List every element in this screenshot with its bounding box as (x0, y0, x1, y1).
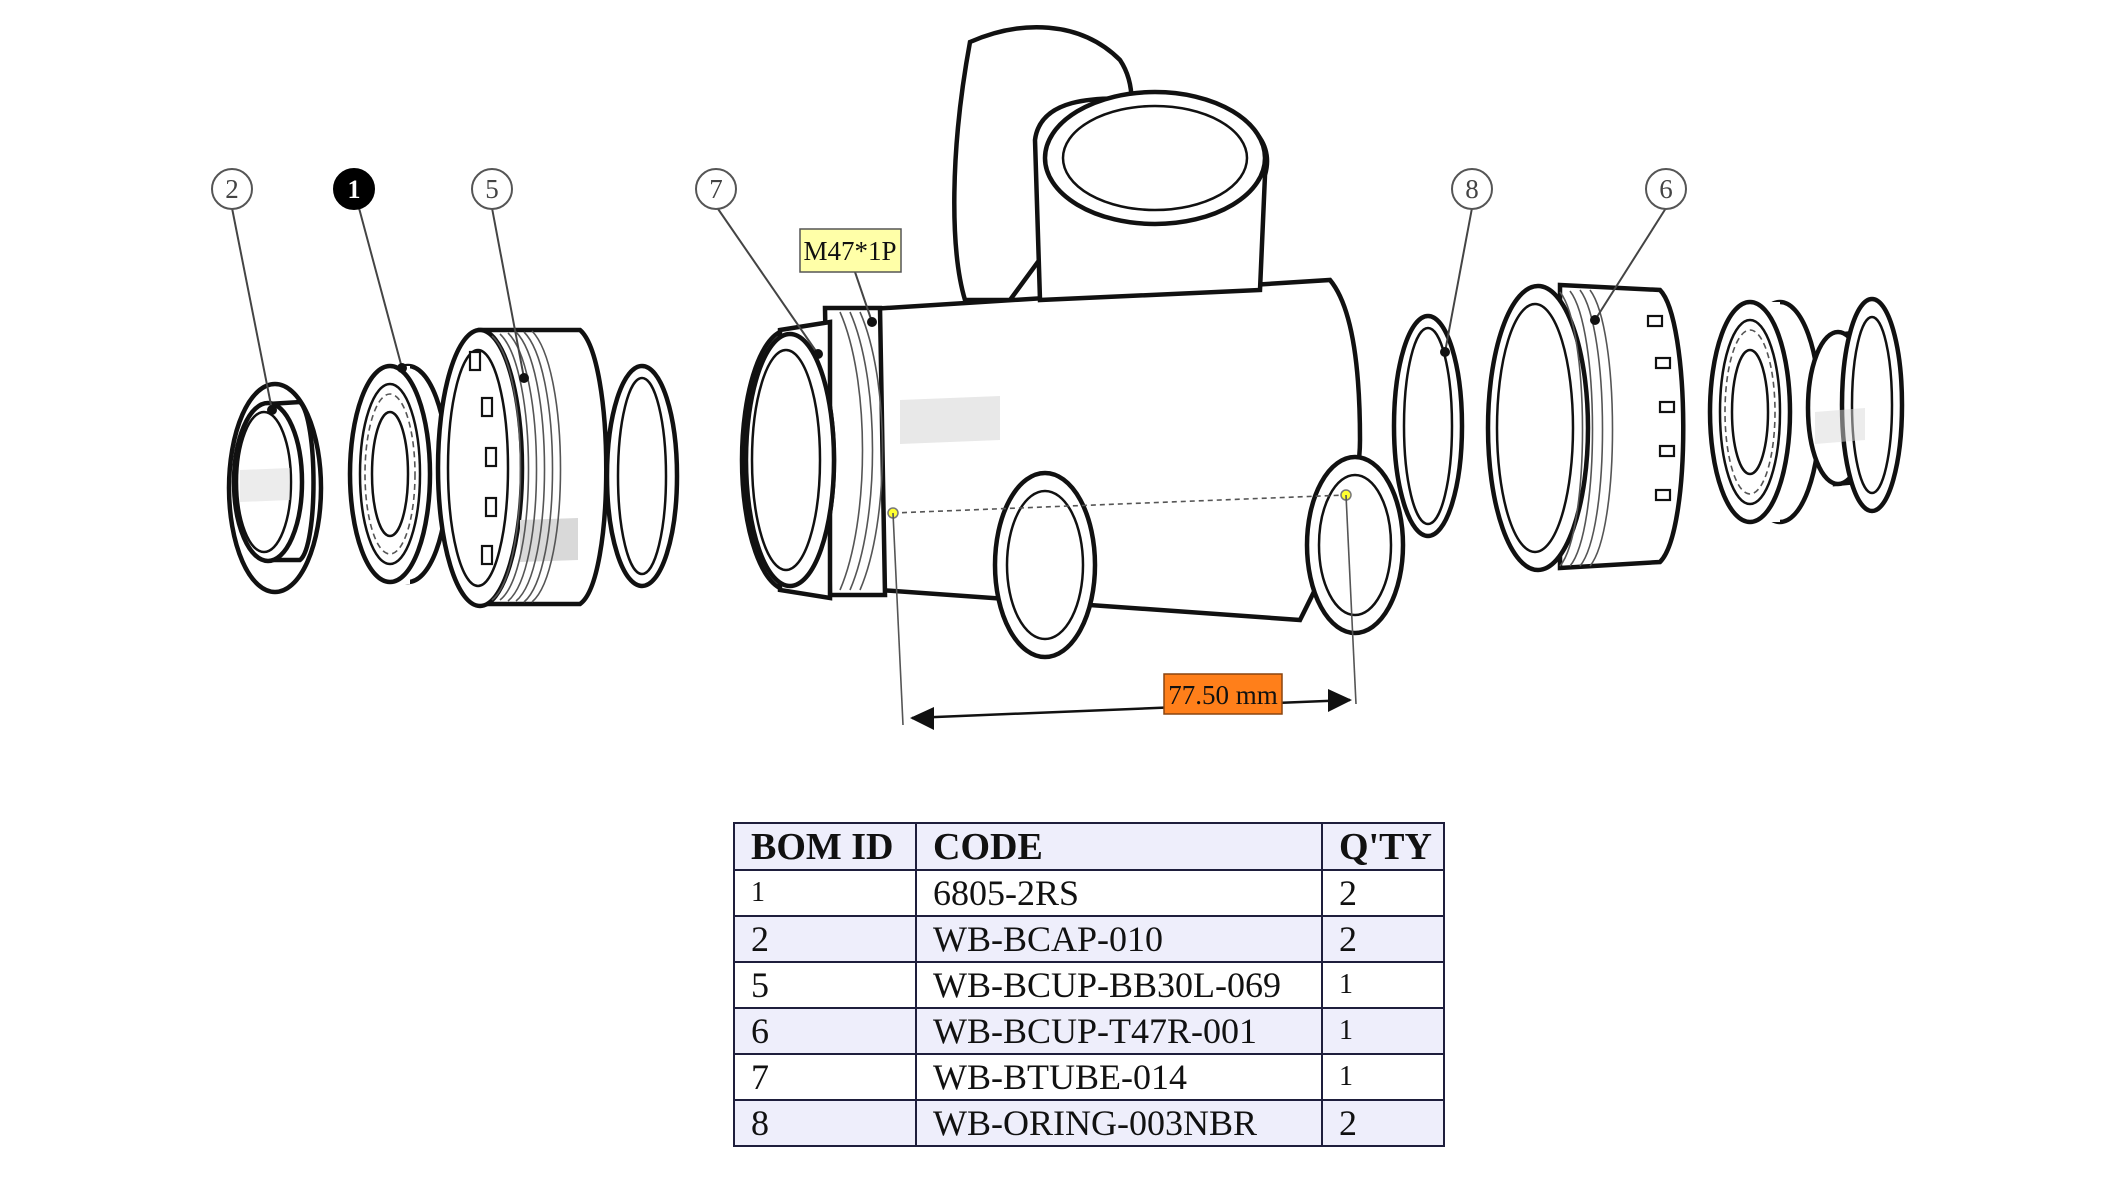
svg-text:6: 6 (1659, 174, 1673, 204)
bom-code-cell: 6805-2RS (915, 869, 1323, 917)
bom-header-code: CODE (915, 822, 1323, 871)
callout-leaders (231, 205, 1667, 415)
dimension-value-label: 77.50 mm (1163, 673, 1283, 715)
part-2-bearing-cap-right (1805, 296, 1905, 514)
bom-id-cell: 2 (733, 915, 917, 963)
bom-code-cell: WB-BCAP-010 (915, 915, 1323, 963)
part-2-bearing-cap-left (226, 381, 324, 595)
bom-header-id: BOM ID (733, 822, 917, 871)
svg-text:8: 8 (1465, 174, 1479, 204)
bom-id-cell: 5 (733, 961, 917, 1009)
o-ring-left (604, 363, 680, 589)
bom-header-qty: Q'TY (1321, 822, 1445, 871)
bom-code-cell: WB-ORING-003NBR (915, 1099, 1323, 1147)
callout-balloon-7: 7 (695, 168, 737, 210)
part-7-bottom-bracket-shell (739, 25, 1406, 660)
svg-text:1: 1 (348, 175, 361, 204)
part-6-bottom-bracket-cup-right (1485, 282, 1686, 573)
bom-code-cell: WB-BTUBE-014 (915, 1053, 1323, 1101)
part-5-bottom-bracket-cup-left (435, 327, 609, 609)
part-1-bearing-left (347, 363, 451, 585)
thread-spec-label: M47*1P (799, 228, 902, 273)
table-row: 2 WB-BCAP-010 2 (733, 915, 1445, 963)
bom-qty-cell: 1 (1321, 1053, 1445, 1101)
part-1-bearing-right (1707, 299, 1823, 525)
bom-id-cell: 6 (733, 1007, 917, 1055)
table-row: 5 WB-BCUP-BB30L-069 1 (733, 961, 1445, 1009)
bom-qty-cell: 1 (1321, 961, 1445, 1009)
callout-balloon-5: 5 (471, 168, 513, 210)
svg-text:5: 5 (485, 174, 499, 204)
svg-text:77.50 mm: 77.50 mm (1168, 680, 1278, 710)
bom-qty-cell: 1 (1321, 1007, 1445, 1055)
svg-text:7: 7 (709, 174, 723, 204)
exploded-assembly-drawing: 2 1 5 7 8 6 M47*1P 77.50 mm (211, 25, 1905, 730)
svg-text:2: 2 (225, 174, 239, 204)
bom-id-cell: 1 (733, 869, 917, 917)
callout-balloon-2: 2 (211, 168, 253, 210)
callout-balloon-8: 8 (1451, 168, 1493, 210)
bom-code-cell: WB-BCUP-T47R-001 (915, 1007, 1323, 1055)
table-row: 1 6805-2RS 2 (733, 869, 1445, 917)
bom-qty-cell: 2 (1321, 1099, 1445, 1147)
bom-table: BOM ID CODE Q'TY 1 6805-2RS 2 2 WB-BCAP-… (733, 822, 1445, 1147)
bom-qty-cell: 2 (1321, 869, 1445, 917)
callout-balloon-1: 1 (333, 168, 375, 210)
bom-id-cell: 7 (733, 1053, 917, 1101)
callout-balloon-6: 6 (1645, 168, 1687, 210)
bom-qty-cell: 2 (1321, 915, 1445, 963)
table-row: 6 WB-BCUP-T47R-001 1 (733, 1007, 1445, 1055)
table-row: 8 WB-ORING-003NBR 2 (733, 1099, 1445, 1147)
bom-header-row: BOM ID CODE Q'TY (733, 822, 1445, 871)
o-ring-right (1391, 313, 1465, 539)
table-row: 7 WB-BTUBE-014 1 (733, 1053, 1445, 1101)
svg-text:M47*1P: M47*1P (803, 236, 896, 266)
bom-code-cell: WB-BCUP-BB30L-069 (915, 961, 1323, 1009)
bom-id-cell: 8 (733, 1099, 917, 1147)
